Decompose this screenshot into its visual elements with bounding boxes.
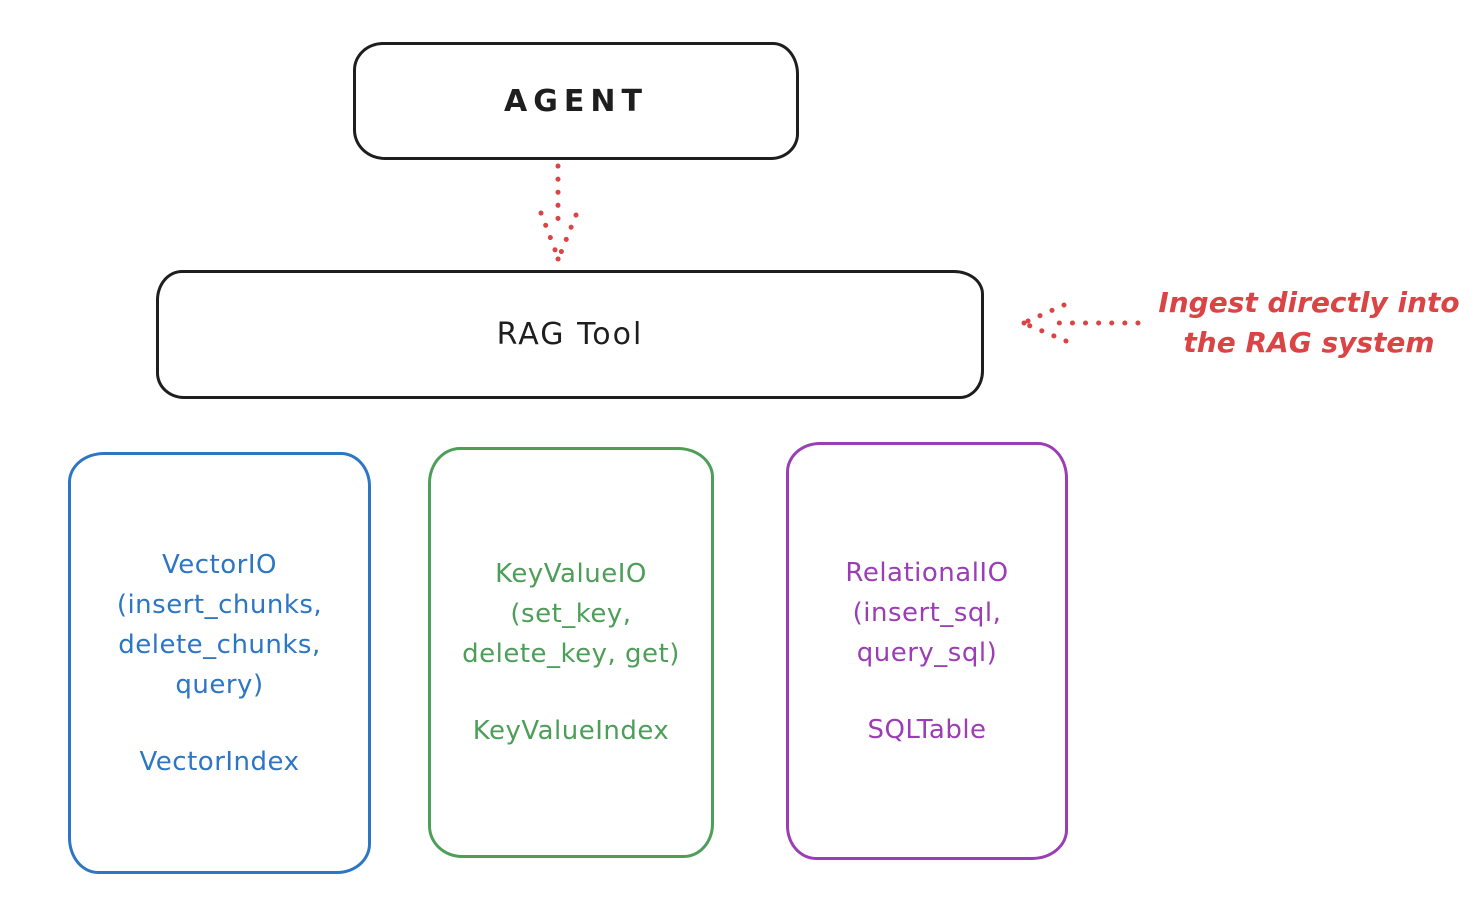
rag-tool-label: RAG Tool [496,317,644,352]
relational-io-methods-line1: (insert_sql, [852,597,1002,628]
relational-io-title: RelationalIO [845,557,1009,588]
vector-io-title: VectorIO [162,549,277,580]
keyvalue-io-title: KeyValueIO [495,559,647,589]
vector-io-methods-line2: delete_chunks, [118,629,321,660]
relational-io-methods-line2: query_sql) [856,637,998,668]
ingest-annotation: Ingest directly into the RAG system [1138,283,1480,363]
vector-io-methods-line1: (insert_chunks, [116,589,323,620]
vector-io-box: VectorIO (insert_chunks, delete_chunks, … [68,452,371,874]
keyvalue-io-methods-line2: delete_key, get) [462,639,680,669]
vector-io-methods-line3: query) [175,669,264,700]
agent-node: AGENT [353,42,799,160]
sql-table-label: SQLTable [867,714,987,745]
keyvalue-io-methods-line1: (set_key, [510,599,632,629]
arrow-ingest-to-ragtool-icon [1021,302,1141,344]
ingest-annotation-line2: the RAG system [1183,326,1435,359]
rag-tool-node: RAG Tool [156,270,984,399]
keyvalue-index-label: KeyValueIndex [472,716,670,746]
ingest-annotation-line1: Ingest directly into [1158,286,1460,319]
keyvalue-io-box: KeyValueIO (set_key, delete_key, get) Ke… [428,447,714,858]
vector-index-label: VectorIndex [139,746,300,777]
arrow-agent-to-ragtool-icon [538,163,579,262]
relational-io-box: RelationalIO (insert_sql, query_sql) SQL… [786,442,1068,860]
agent-label: AGENT [504,83,648,119]
